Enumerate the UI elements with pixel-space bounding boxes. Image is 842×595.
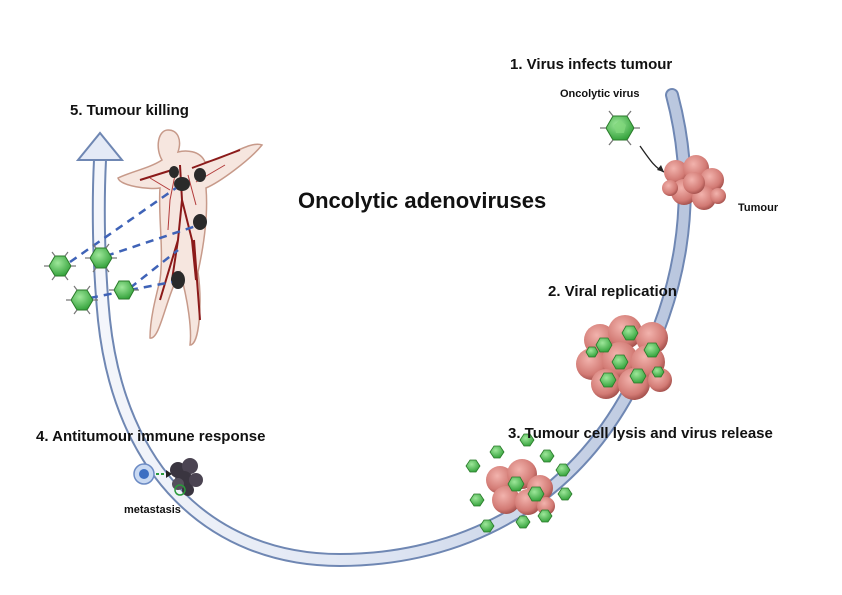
attack-arrow <box>156 470 172 478</box>
metastasis-node <box>171 271 185 289</box>
step-3-label: 3. Tumour cell lysis and virus release <box>508 425 773 442</box>
tumour-label: Tumour <box>738 202 779 214</box>
metastasis-node <box>194 168 206 182</box>
lysing-tumour-icon <box>465 433 573 533</box>
arrow-head <box>75 131 125 161</box>
human-body-figure <box>117 129 264 346</box>
virus-cluster-left <box>44 243 139 315</box>
metastasis-label: metastasis <box>124 504 181 516</box>
infected-tumour-icon <box>576 315 672 400</box>
diagram-title: Oncolytic adenoviruses <box>298 188 547 213</box>
step-5-label: 5. Tumour killing <box>70 102 189 119</box>
metastasis-node <box>193 214 207 230</box>
oncolytic-virus-icon <box>600 110 640 146</box>
step-1-label: 1. Virus infects tumour <box>510 56 673 73</box>
oncolytic-virus-label: Oncolytic virus <box>560 88 640 100</box>
step-2-label: 2. Viral replication <box>548 283 677 300</box>
step-4-label: 4. Antitumour immune response <box>36 428 266 445</box>
metastasis-node <box>169 166 179 178</box>
metastasis-node <box>174 177 190 191</box>
cycle-arrow <box>75 88 692 568</box>
metastasis-icon <box>170 458 203 496</box>
tumour-icon <box>662 155 726 210</box>
immune-cell-icon <box>133 463 155 485</box>
